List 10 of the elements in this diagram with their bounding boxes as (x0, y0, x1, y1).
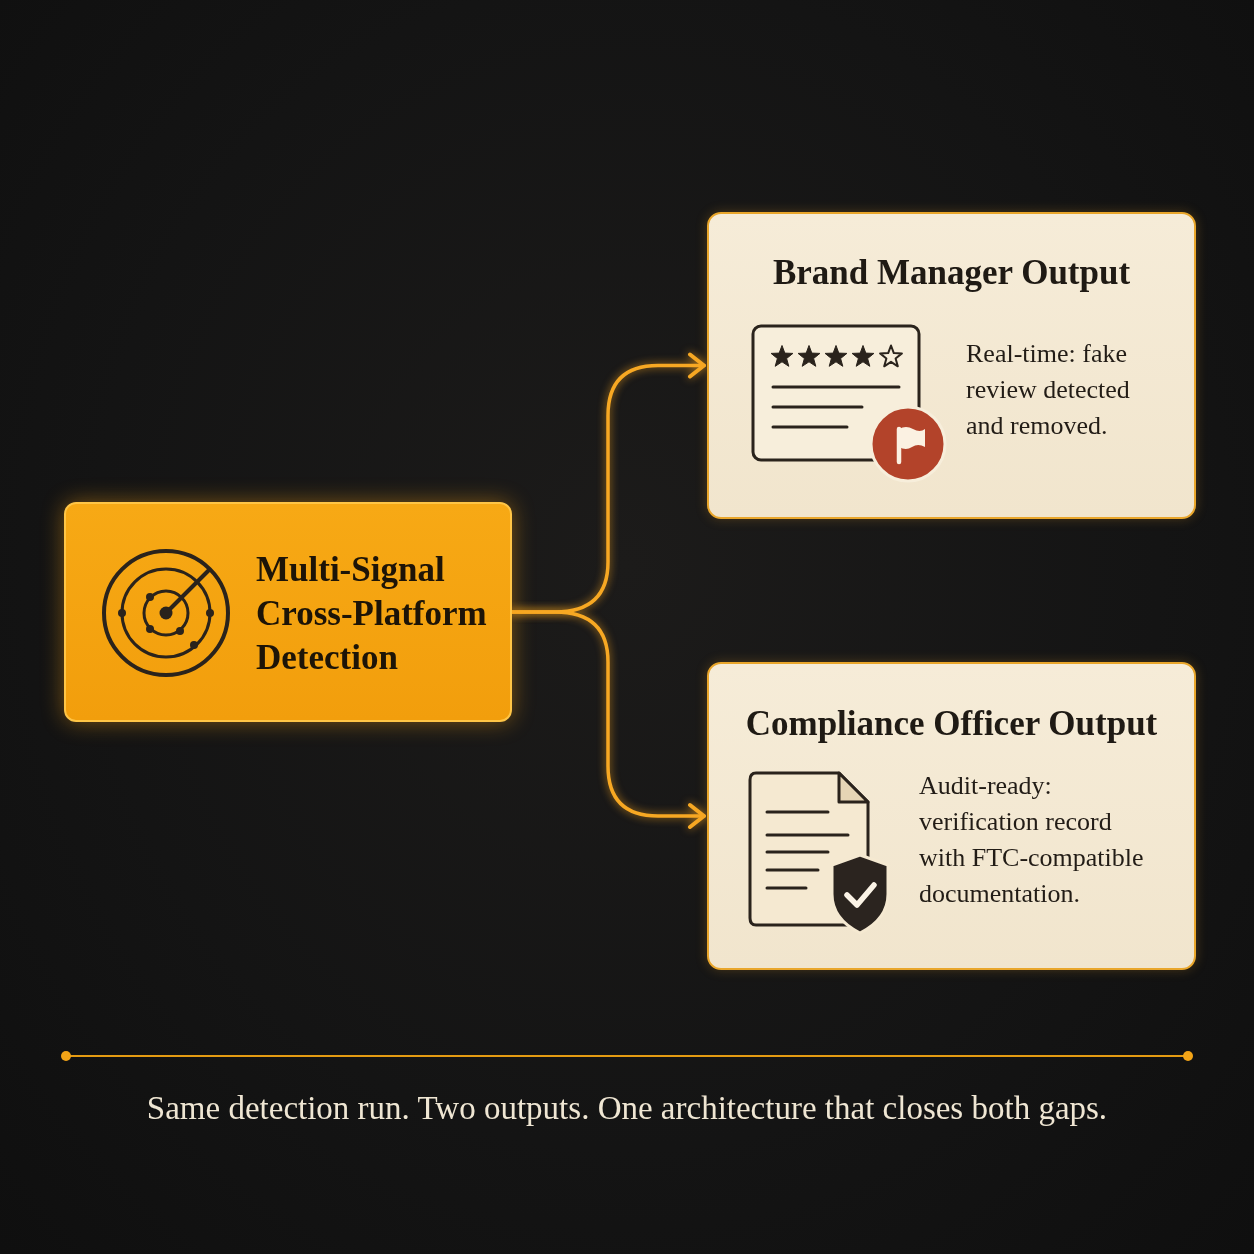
card-title: Compliance Officer Output (744, 703, 1159, 745)
output-card (707, 662, 1196, 970)
card-description: Real-time: fake review detected and removed. (966, 338, 1131, 442)
output-card (707, 212, 1196, 519)
card-title: Brand Manager Output (771, 252, 1132, 294)
caption: Same detection run. Two outputs. One architecture that closes both gaps. (145, 1089, 1109, 1128)
process-box (64, 502, 512, 722)
arrow (510, 610, 706, 829)
card-description: Audit-ready: verification record with FTC-compatible documentation. (919, 770, 1145, 910)
node-label: Multi-Signal Cross-Platform Detection (256, 549, 488, 679)
